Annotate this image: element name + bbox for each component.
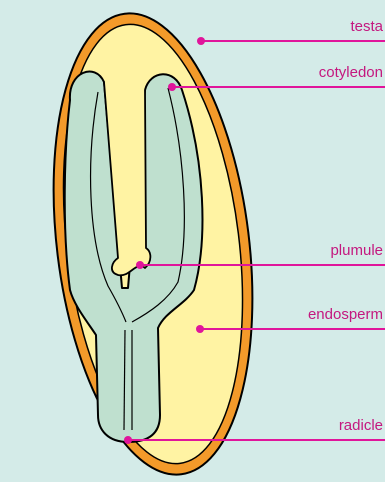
testa-label: testa [350,18,383,35]
endosperm-dot [196,325,204,333]
testa-dot [197,37,205,45]
plumule-label: plumule [330,242,383,259]
plumule-dot [136,261,144,269]
radicle-dot [124,436,132,444]
cotyledon-label: cotyledon [319,64,383,81]
endosperm-label: endosperm [308,306,383,323]
cotyledon-dot [168,83,176,91]
radicle-label: radicle [339,417,383,434]
